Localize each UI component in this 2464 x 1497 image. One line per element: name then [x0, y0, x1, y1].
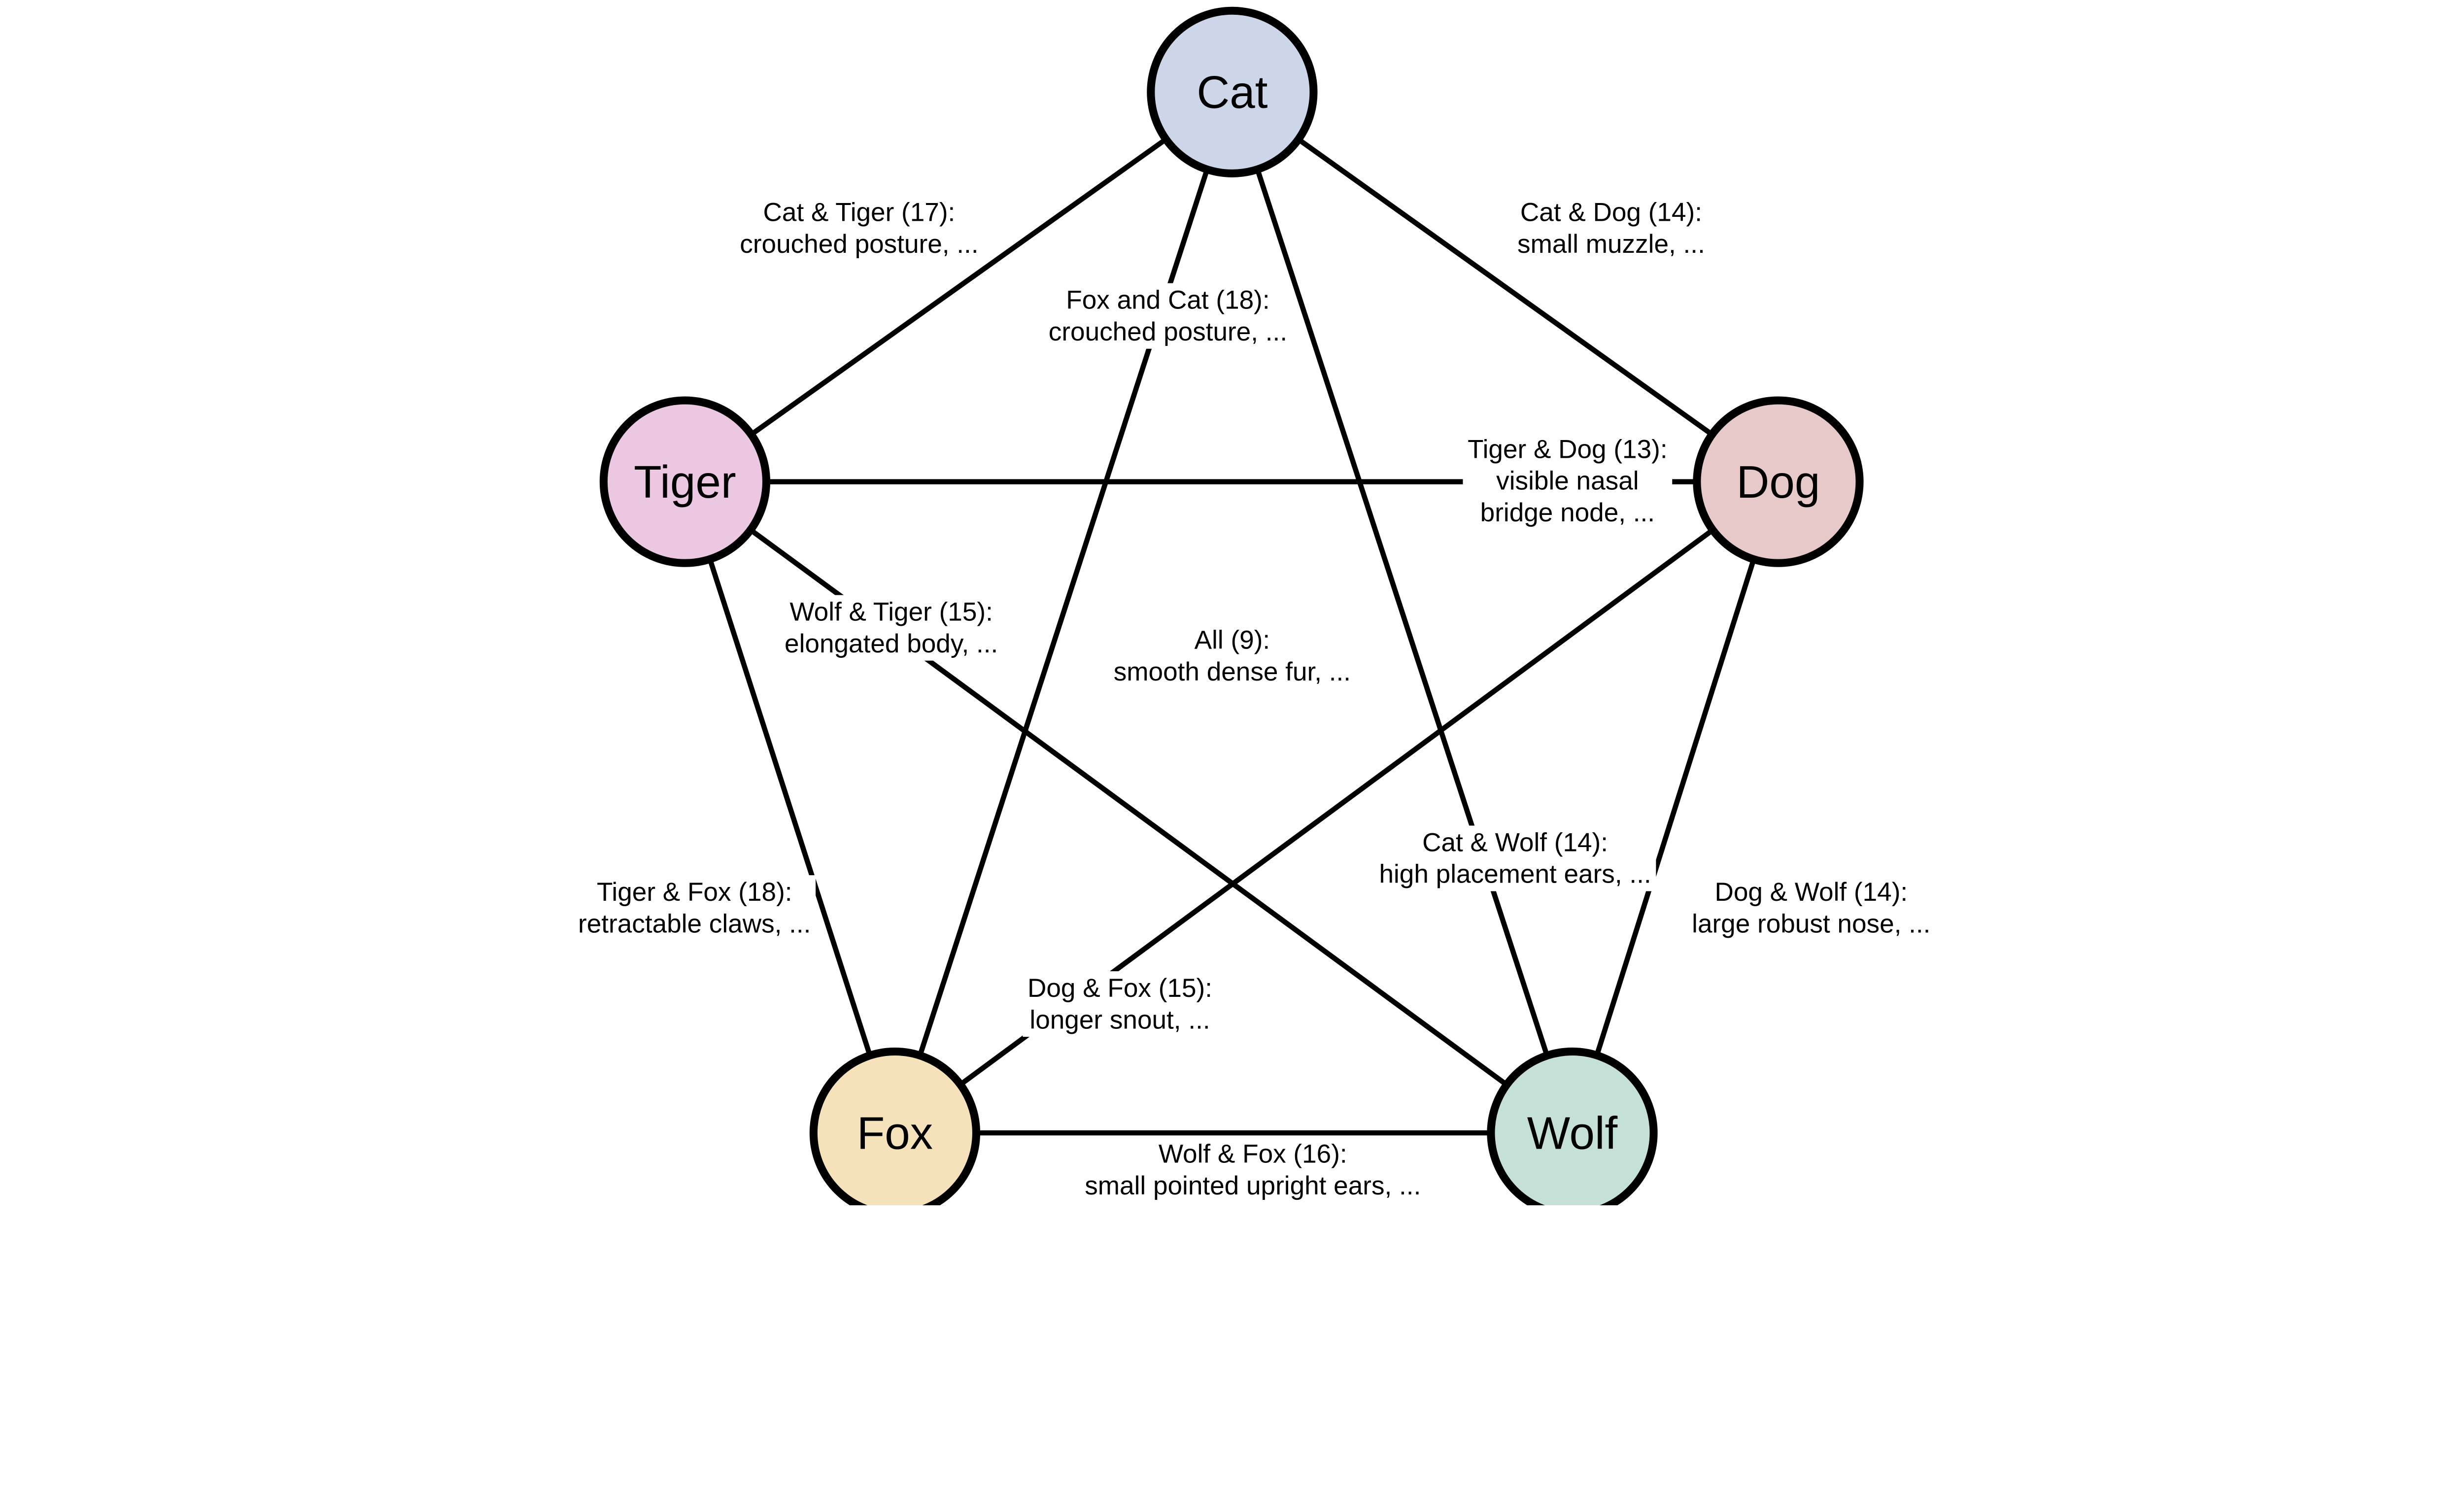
label-all-shared-features: All (9):smooth dense fur, ...	[1109, 623, 1356, 689]
edge-label-halo-cat-dog	[1512, 195, 1710, 261]
edge-label-dog-fox: Dog & Fox (15):longer snout, ...	[1023, 971, 1217, 1037]
node-label-dog: Dog	[1737, 456, 1820, 508]
edge-cat-tiger	[683, 90, 1234, 484]
edge-labels-layer: Cat & Tiger (17):crouched posture, ... Ca…	[573, 195, 1936, 1203]
edge-label-text-tiger-fox: Tiger & Fox (18):retractable claws, ...	[578, 878, 811, 938]
node-fox: Fox	[809, 1047, 981, 1206]
edge-label-cat-tiger: Cat & Tiger (17):crouched posture, ...	[735, 195, 984, 261]
node-label-wolf: Wolf	[1527, 1107, 1618, 1158]
edge-label-halo-fox-cat	[1044, 283, 1292, 349]
node-wolf: Wolf	[1487, 1047, 1658, 1206]
edge-label-halo-dog-wolf	[1687, 875, 1936, 941]
edge-tiger-wolf	[683, 479, 1574, 1135]
edge-label-halo-wolf-fox	[1080, 1137, 1426, 1203]
edge-label-dog-wolf: Dog & Wolf (14):large robust nose, ...	[1687, 875, 1936, 941]
edge-label-text-cat-tiger: Cat & Tiger (17):crouched posture, ...	[740, 198, 978, 259]
edge-label-wolf-fox: Wolf & Fox (16):small pointed upright ea…	[1080, 1137, 1426, 1203]
edge-label-halo-cat-tiger	[735, 195, 984, 261]
animal-feature-graph-canvas: Cat & Tiger (17):crouched posture, ...Ca…	[573, 6, 1936, 1206]
node-label-tiger: Tiger	[634, 456, 736, 508]
node-label-cat: Cat	[1197, 67, 1267, 118]
edge-cat-dog	[1231, 90, 1780, 484]
edge-label-fox-cat: Fox and Cat (18):crouched posture, ...	[1044, 283, 1292, 349]
edge-label-cat-wolf: Cat & Wolf (14):high placement ears, ...	[1374, 825, 1656, 891]
edge-cat-fox	[892, 91, 1235, 1134]
edge-label-text-cat-wolf: Cat & Wolf (14):high placement ears, ...	[1379, 828, 1651, 888]
edge-label-text-wolf-tiger: Wolf & Tiger (15):elongated body, ...	[785, 597, 998, 658]
edge-label-halo-all	[1109, 623, 1356, 689]
edge-label-text-wolf-fox: Wolf & Fox (16):small pointed upright ea…	[1085, 1139, 1421, 1200]
edge-label-text-fox-cat: Fox and Cat (18):crouched posture, ...	[1049, 286, 1287, 346]
edge-label-halo-wolf-tiger	[780, 595, 1003, 661]
node-label-fox: Fox	[857, 1107, 933, 1158]
node-circle-cat	[1147, 6, 1318, 177]
edge-dog-wolf	[1570, 481, 1781, 1134]
node-circle-fox	[809, 1047, 981, 1206]
animal-similarity-diagram: Cat & Tiger (17):crouched posture, ...Ca…	[573, 6, 1936, 1206]
edge-cat-wolf	[1230, 91, 1575, 1134]
edge-tiger-fox	[682, 481, 897, 1134]
edge-label-wolf-tiger: Wolf & Tiger (15):elongated body, ...	[780, 595, 1003, 661]
node-circle-tiger	[599, 396, 771, 567]
edge-label-text-cat-dog: Cat & Dog (14):small muzzle, ...	[1517, 198, 1705, 259]
edge-label-halo-tiger-dog	[1463, 432, 1673, 530]
edge-label-text-all: All (9):smooth dense fur, ...	[1114, 626, 1351, 686]
edge-label-cat-dog: Cat & Dog (14):small muzzle, ...	[1512, 195, 1710, 261]
node-circle-dog	[1693, 396, 1864, 567]
node-cat: Cat	[1147, 6, 1318, 177]
node-dog: Dog	[1693, 396, 1864, 567]
node-circle-wolf	[1487, 1047, 1658, 1206]
edge-label-tiger-fox: Tiger & Fox (18):retractable claws, ...	[573, 875, 816, 941]
edge-label-text-dog-fox: Dog & Fox (15):longer snout, ...	[1027, 974, 1212, 1034]
edge-label-halo-cat-wolf	[1374, 825, 1656, 891]
edge-label-text-dog-wolf: Dog & Wolf (14):large robust nose, ...	[1692, 878, 1930, 938]
node-tiger: Tiger	[599, 396, 771, 567]
edges-layer	[682, 90, 1781, 1136]
edge-label-halo-dog-fox	[1023, 971, 1217, 1037]
edge-label-halo-tiger-fox	[573, 875, 816, 941]
